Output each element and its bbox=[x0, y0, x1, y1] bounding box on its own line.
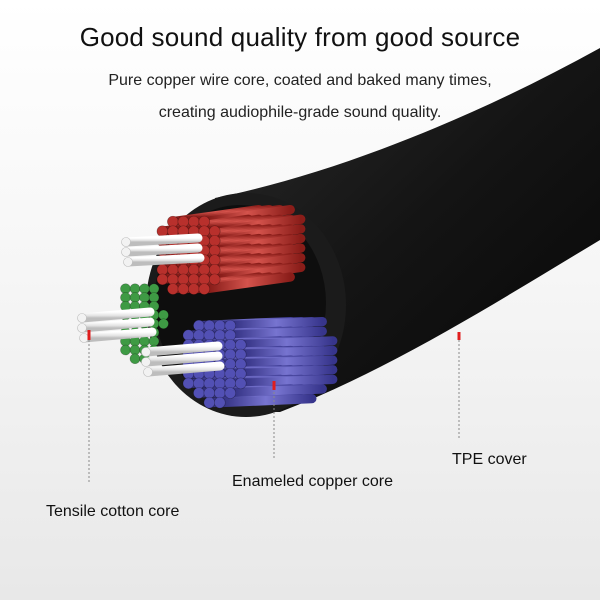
tensile-cotton-strands bbox=[77, 233, 225, 377]
enameled-core-marker bbox=[272, 381, 276, 390]
enameled-copper-core-label: Enameled copper core bbox=[232, 473, 393, 490]
tpe-cover-label: TPE cover bbox=[452, 451, 527, 468]
tensile-core-marker bbox=[87, 330, 91, 340]
headline: Good sound quality from good source bbox=[79, 22, 521, 52]
tpe-cover-marker bbox=[457, 332, 461, 340]
tensile-cotton-core-label: Tensile cotton core bbox=[46, 503, 180, 520]
subtitle-line-1: Pure copper wire core, coated and baked … bbox=[108, 72, 492, 89]
subtitle-line-2: creating audiophile-grade sound quality. bbox=[158, 104, 442, 121]
